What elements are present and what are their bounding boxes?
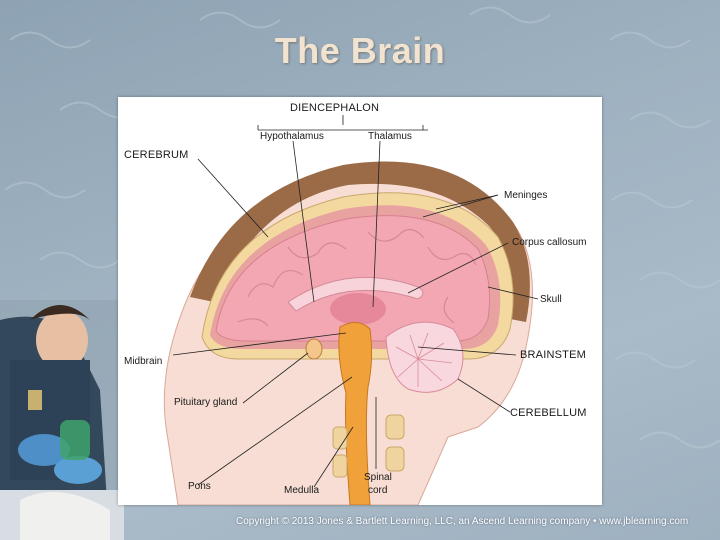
label-diencephalon: DIENCEPHALON	[290, 102, 380, 114]
label-hypothalamus: Hypothalamus	[260, 131, 324, 142]
label-corpus-callosum: Corpus callosum	[512, 237, 587, 248]
brain-illustration	[163, 115, 539, 505]
label-spinal-cord-line2: cord	[368, 485, 388, 496]
label-spinal-cord-line1: Spinal	[364, 472, 392, 483]
label-cerebellum: CEREBELLUM	[510, 407, 587, 419]
label-meninges: Meninges	[504, 190, 548, 201]
label-pituitary-gland: Pituitary gland	[174, 397, 238, 408]
label-pons: Pons	[188, 481, 211, 492]
label-medulla: Medulla	[284, 485, 320, 496]
label-skull: Skull	[540, 294, 562, 305]
label-midbrain: Midbrain	[124, 356, 163, 367]
brain-diagram: DIENCEPHALON Hypothalamus Thalamus CEREB…	[118, 97, 602, 505]
label-cerebrum: CEREBRUM	[124, 149, 189, 161]
label-thalamus: Thalamus	[368, 131, 412, 142]
paramedic-photo	[0, 300, 124, 540]
copyright-footer: Copyright © 2013 Jones & Bartlett Learni…	[236, 516, 689, 527]
label-brainstem: BRAINSTEM	[520, 349, 586, 361]
slide-title: The Brain	[274, 30, 446, 71]
